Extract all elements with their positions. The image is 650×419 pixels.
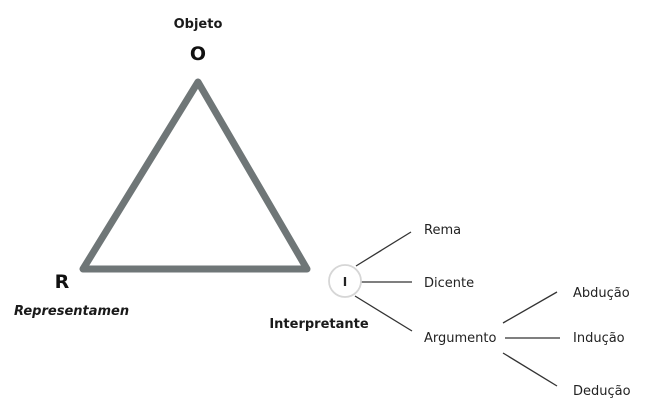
interpretant-node-circle [328,264,362,298]
node-rema: Rema [424,223,461,238]
node-abducao: Abdução [573,286,630,301]
connector-abducao [502,291,558,324]
node-inducao: Indução [573,331,625,346]
connector-deducao [502,352,558,387]
object-name-label: Objeto [174,17,223,32]
representamen-letter-label: R [55,271,70,293]
semiotic-triangle [79,78,311,273]
node-dicente: Dicente [424,276,474,291]
interpretant-letter-label: I [343,275,347,289]
representamen-name-label: Representamen [14,304,129,319]
object-letter-label: O [190,43,206,65]
connector-argumento [354,295,413,332]
interpretant-name-label: Interpretante [269,317,369,332]
connector-rema [355,231,412,267]
node-argumento: Argumento [424,331,496,346]
node-deducao: Dedução [573,384,631,399]
